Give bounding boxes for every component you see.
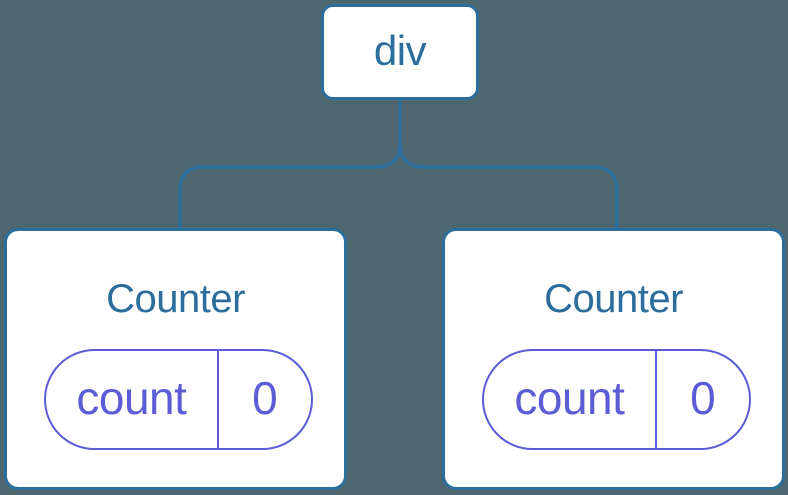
state-pill: count 0 (44, 349, 313, 450)
connector-right-branch (398, 142, 619, 230)
root-node: div (321, 4, 479, 100)
state-key: count (46, 351, 219, 448)
component-card-right: Counter count 0 (442, 228, 785, 490)
connector-left-branch (178, 142, 402, 230)
component-card-left: Counter count 0 (4, 228, 347, 490)
state-value: 0 (252, 371, 278, 424)
component-title: Counter (544, 277, 683, 321)
state-key: count (484, 351, 657, 448)
root-node-label: div (373, 27, 427, 74)
state-pill: count 0 (482, 349, 751, 450)
state-value: 0 (690, 371, 716, 424)
component-title: Counter (106, 277, 245, 321)
